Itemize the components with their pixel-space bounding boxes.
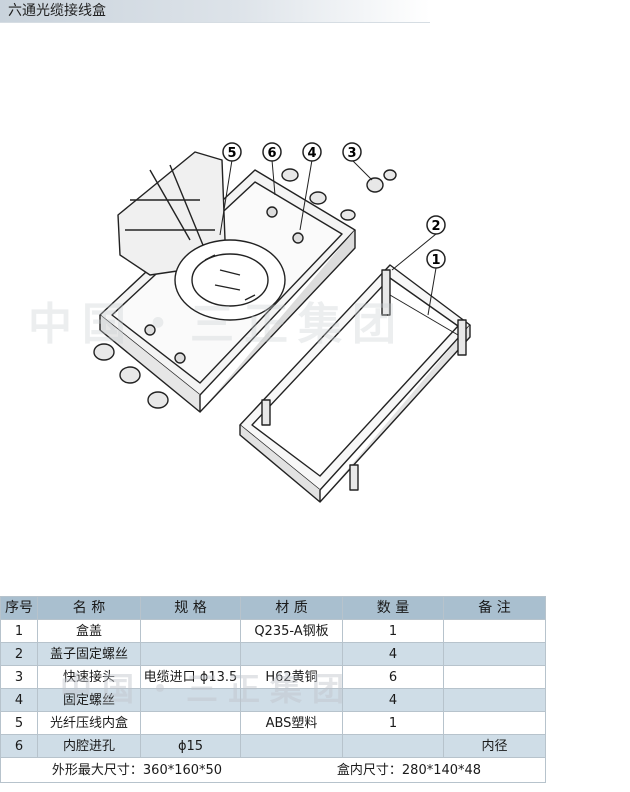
cover-screws xyxy=(261,269,467,491)
table-cell xyxy=(342,734,444,758)
col-header: 材 质 xyxy=(240,596,343,620)
table-cell xyxy=(443,688,546,712)
table-footer-row: 外形最大尺寸：360*160*50 盒内尺寸：280*140*48 xyxy=(0,757,546,783)
svg-text:3: 3 xyxy=(347,146,356,161)
table-cell: 3 xyxy=(0,665,38,689)
screw xyxy=(174,352,186,364)
svg-text:2: 2 xyxy=(431,219,440,234)
connectors-left xyxy=(93,343,169,409)
callout-1: 1 xyxy=(426,249,446,316)
table-cell: 盒盖 xyxy=(37,619,141,643)
table-cell xyxy=(140,711,241,735)
table-cell: 6 xyxy=(342,665,444,689)
table-row: 2 盖子固定螺丝 4 xyxy=(0,642,546,666)
table-cell: 内径 xyxy=(443,734,546,758)
col-header: 序号 xyxy=(0,596,38,620)
table-cell: 4 xyxy=(342,642,444,666)
svg-text:1: 1 xyxy=(431,253,440,268)
screw xyxy=(266,206,278,218)
table-cell xyxy=(443,619,546,643)
col-header: 规 格 xyxy=(140,596,241,620)
connectors-top xyxy=(281,168,356,221)
table-cell: 5 xyxy=(0,711,38,735)
dimensions-cell: 外形最大尺寸：360*160*50 盒内尺寸：280*140*48 xyxy=(0,757,546,783)
table-cell xyxy=(443,711,546,735)
table-header-row: 序号 名 称 规 格 材 质 数 量 备 注 xyxy=(0,596,546,620)
table-cell: ϕ15 xyxy=(140,734,241,758)
col-header: 备 注 xyxy=(443,596,546,620)
table-cell: 固定螺丝 xyxy=(37,688,141,712)
table-cell xyxy=(443,642,546,666)
spec-table: 序号 名 称 规 格 材 质 数 量 备 注 1 盒盖 Q235-A钢板 1 2… xyxy=(0,596,546,783)
table-cell xyxy=(140,642,241,666)
table-cell: 内腔进孔 xyxy=(37,734,141,758)
table-row: 3 快速接头 电缆进口 ϕ13.5 H62黄铜 6 xyxy=(0,665,546,689)
table-cell xyxy=(140,688,241,712)
table-cell: ABS塑料 xyxy=(240,711,343,735)
table-cell: 盖子固定螺丝 xyxy=(37,642,141,666)
splice-tray xyxy=(174,239,286,321)
col-header: 名 称 xyxy=(37,596,141,620)
inner-size: 盒内尺寸：280*140*48 xyxy=(336,762,482,778)
table-cell xyxy=(240,642,343,666)
table-cell: 电缆进口 ϕ13.5 xyxy=(140,665,241,689)
table-cell: 4 xyxy=(0,688,38,712)
quick-connector xyxy=(366,169,397,193)
table-cell xyxy=(240,688,343,712)
callout-2: 2 xyxy=(391,215,446,271)
table-cell: H62黄铜 xyxy=(240,665,343,689)
table-cell: 1 xyxy=(0,619,38,643)
box-side xyxy=(99,315,201,413)
svg-text:6: 6 xyxy=(267,146,276,161)
svg-text:4: 4 xyxy=(307,146,316,161)
table-row: 6 内腔进孔 ϕ15 内径 xyxy=(0,734,546,758)
table-cell: 2 xyxy=(0,642,38,666)
callout-3: 3 xyxy=(342,142,373,181)
table-cell: 光纤压线内盒 xyxy=(37,711,141,735)
table-row: 1 盒盖 Q235-A钢板 1 xyxy=(0,619,546,643)
table-cell xyxy=(140,619,241,643)
table-cell: 1 xyxy=(342,711,444,735)
table-cell xyxy=(240,734,343,758)
screw xyxy=(144,324,156,336)
svg-text:5: 5 xyxy=(227,146,236,161)
callout-6: 6 xyxy=(262,142,282,196)
page-title: 六通光缆接线盒 xyxy=(8,3,106,19)
screw xyxy=(292,232,304,244)
table-cell: 4 xyxy=(342,688,444,712)
title-bar: 六通光缆接线盒 xyxy=(0,0,430,23)
col-header: 数 量 xyxy=(342,596,444,620)
table-cell xyxy=(443,665,546,689)
callout-5: 5 xyxy=(219,142,242,236)
outer-size: 外形最大尺寸：360*160*50 xyxy=(51,762,223,778)
table-row: 5 光纤压线内盒 ABS塑料 1 xyxy=(0,711,546,735)
table-cell: 6 xyxy=(0,734,38,758)
table-cell: Q235-A钢板 xyxy=(240,619,343,643)
table-cell: 1 xyxy=(342,619,444,643)
exploded-drawing: 5 6 4 3 2 1 xyxy=(93,142,471,503)
table-row: 4 固定螺丝 4 xyxy=(0,688,546,712)
callout-4: 4 xyxy=(299,142,322,231)
table-cell: 快速接头 xyxy=(37,665,141,689)
